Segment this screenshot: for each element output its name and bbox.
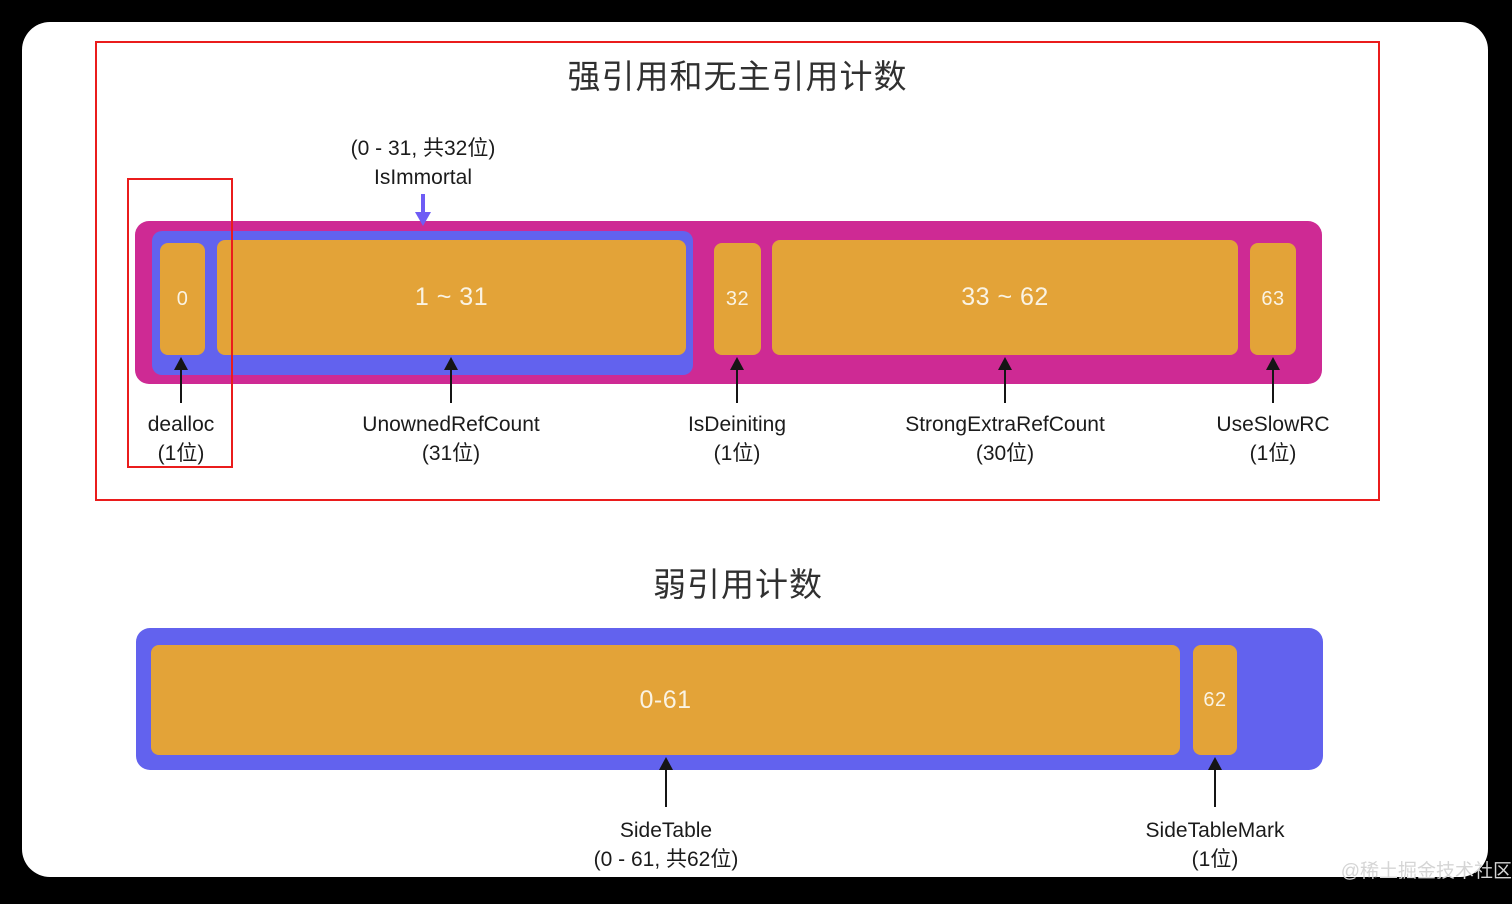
sidetable-arrow-icon bbox=[659, 757, 673, 807]
arrow-shaft bbox=[421, 194, 425, 212]
arrow-shaft bbox=[1003, 370, 1007, 403]
sidetablemark-arrow-icon bbox=[1208, 757, 1222, 807]
bit-segment-62: 62 bbox=[1193, 645, 1237, 755]
field-name: IsDeiniting bbox=[687, 413, 787, 436]
field-label-sidetablemark: SideTableMark (1位) bbox=[1146, 816, 1285, 874]
arrow-head bbox=[1266, 357, 1280, 370]
field-label-strongextrarefcount: StrongExtraRefCount (30位) bbox=[905, 410, 1105, 468]
arrow-head bbox=[730, 357, 744, 370]
field-label-unownedrefcount: UnownedRefCount (31位) bbox=[362, 410, 539, 468]
arrow-head bbox=[444, 357, 458, 370]
strong-section-title: 强引用和无主引用计数 bbox=[567, 58, 908, 95]
bit-segment-63: 63 bbox=[1250, 243, 1296, 355]
weak-section-title: 弱引用计数 bbox=[653, 566, 823, 603]
field-bits: (31位) bbox=[421, 442, 481, 465]
field-bits: (30位) bbox=[975, 442, 1035, 465]
field-label-isdeiniting: IsDeiniting (1位) bbox=[688, 410, 786, 468]
arrow-head bbox=[659, 757, 673, 770]
arrow-shaft bbox=[664, 770, 668, 807]
isdeiniting-arrow-icon bbox=[730, 357, 744, 403]
useslowrc-arrow-icon bbox=[1266, 357, 1280, 403]
field-name: SideTable bbox=[619, 819, 713, 842]
arrow-shaft bbox=[449, 370, 453, 403]
field-bits: (1位) bbox=[1191, 848, 1239, 871]
bit-segment-0-61: 0-61 bbox=[151, 645, 1180, 755]
arrow-head bbox=[1208, 757, 1222, 770]
unownedrefcount-arrow-icon bbox=[444, 357, 458, 403]
arrow-head bbox=[998, 357, 1012, 370]
isimmortal-annotation-name: IsImmortal bbox=[373, 166, 472, 189]
field-bits: (1位) bbox=[157, 442, 205, 465]
arrow-shaft bbox=[1213, 770, 1217, 807]
isimmortal-annotation: (0 - 31, 共32位) IsImmortal bbox=[351, 134, 496, 192]
field-label-dealloc: dealloc (1位) bbox=[148, 410, 215, 468]
field-bits: (0 - 61, 共62位) bbox=[593, 848, 739, 871]
field-label-useslowrc: UseSlowRC (1位) bbox=[1216, 410, 1329, 468]
isimmortal-annotation-range: (0 - 31, 共32位) bbox=[350, 137, 496, 160]
field-name: StrongExtraRefCount bbox=[905, 413, 1105, 436]
arrow-shaft bbox=[179, 370, 183, 403]
bit-segment-32: 32 bbox=[714, 243, 761, 355]
watermark: @稀土掘金技术社区 bbox=[1340, 861, 1512, 882]
isimmortal-down-arrow-icon bbox=[415, 194, 431, 226]
strongextrarefcount-arrow-icon bbox=[998, 357, 1012, 403]
diagram-panel: 强引用和无主引用计数 (0 - 31, 共32位) IsImmortal 0 1… bbox=[22, 22, 1488, 877]
field-name: SideTableMark bbox=[1145, 819, 1285, 842]
bit-segment-1-31: 1 ~ 31 bbox=[217, 240, 686, 355]
field-name: dealloc bbox=[147, 413, 215, 436]
arrow-shaft bbox=[735, 370, 739, 403]
field-name: UseSlowRC bbox=[1216, 413, 1330, 436]
field-name: UnownedRefCount bbox=[362, 413, 540, 436]
bit-segment-33-62: 33 ~ 62 bbox=[772, 240, 1238, 355]
field-bits: (1位) bbox=[1249, 442, 1297, 465]
arrow-head bbox=[174, 357, 188, 370]
arrow-head bbox=[415, 212, 431, 226]
field-label-sidetable: SideTable (0 - 61, 共62位) bbox=[594, 816, 739, 874]
arrow-shaft bbox=[1271, 370, 1275, 403]
field-bits: (1位) bbox=[713, 442, 761, 465]
dealloc-arrow-icon bbox=[174, 357, 188, 403]
bit-segment-0: 0 bbox=[160, 243, 205, 355]
